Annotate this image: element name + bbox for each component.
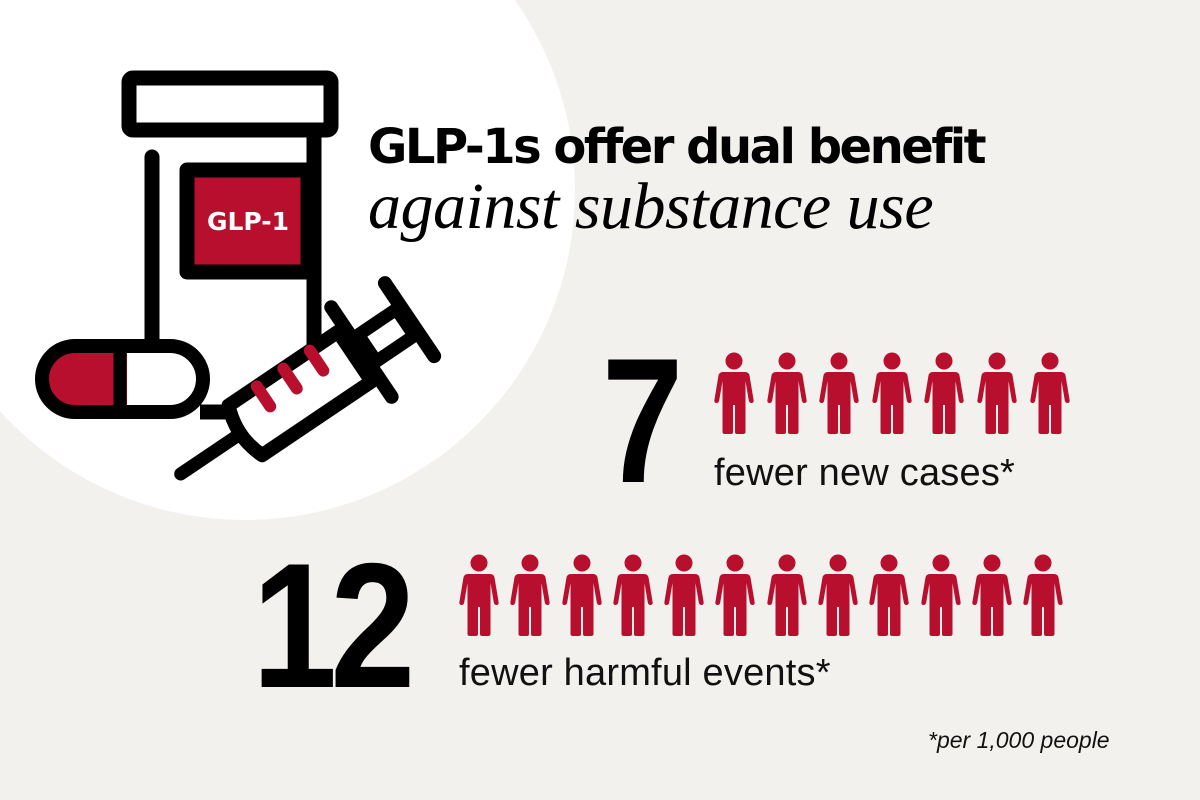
- people-row-new-cases: [714, 352, 1070, 434]
- headline-line-1: GLP-1s offer dual benefit: [368, 119, 987, 175]
- pill-bottle-icon: GLP-1: [121, 70, 339, 420]
- headline: GLP-1s offer dual benefit against substa…: [368, 118, 1168, 242]
- person-icon: [766, 352, 807, 434]
- person-icon: [818, 554, 858, 636]
- syringe-icon: [174, 276, 442, 481]
- person-icon: [664, 554, 704, 636]
- person-icon: [1029, 352, 1070, 434]
- headline-line-2: against substance use: [368, 170, 934, 243]
- person-icon: [924, 352, 965, 434]
- person-icon: [977, 352, 1017, 434]
- person-icon: [972, 554, 1012, 636]
- person-icon: [510, 554, 550, 636]
- person-icon: [1023, 554, 1063, 636]
- person-icon: [459, 554, 499, 636]
- stat-label-harmful-events: fewer harmful events*: [459, 652, 831, 694]
- person-icon: [715, 554, 756, 636]
- person-icon: [872, 352, 912, 434]
- capsule-icon: [35, 339, 210, 419]
- stat-number-harmful-events: 12: [252, 526, 415, 725]
- person-icon: [869, 554, 910, 636]
- people-row-harmful-events: [459, 553, 1063, 637]
- bottle-label-text: GLP-1: [207, 207, 289, 236]
- person-icon: [714, 352, 754, 434]
- person-icon: [767, 554, 807, 636]
- person-icon: [921, 554, 961, 636]
- medication-illustration: GLP-1: [35, 70, 442, 481]
- person-icon: [613, 554, 653, 636]
- footnote: *per 1,000 people: [928, 727, 1110, 753]
- person-icon: [561, 554, 602, 636]
- person-icon: [819, 352, 859, 434]
- stat-number-new-cases: 7: [602, 321, 683, 520]
- stat-label-new-cases: fewer new cases*: [714, 452, 1016, 494]
